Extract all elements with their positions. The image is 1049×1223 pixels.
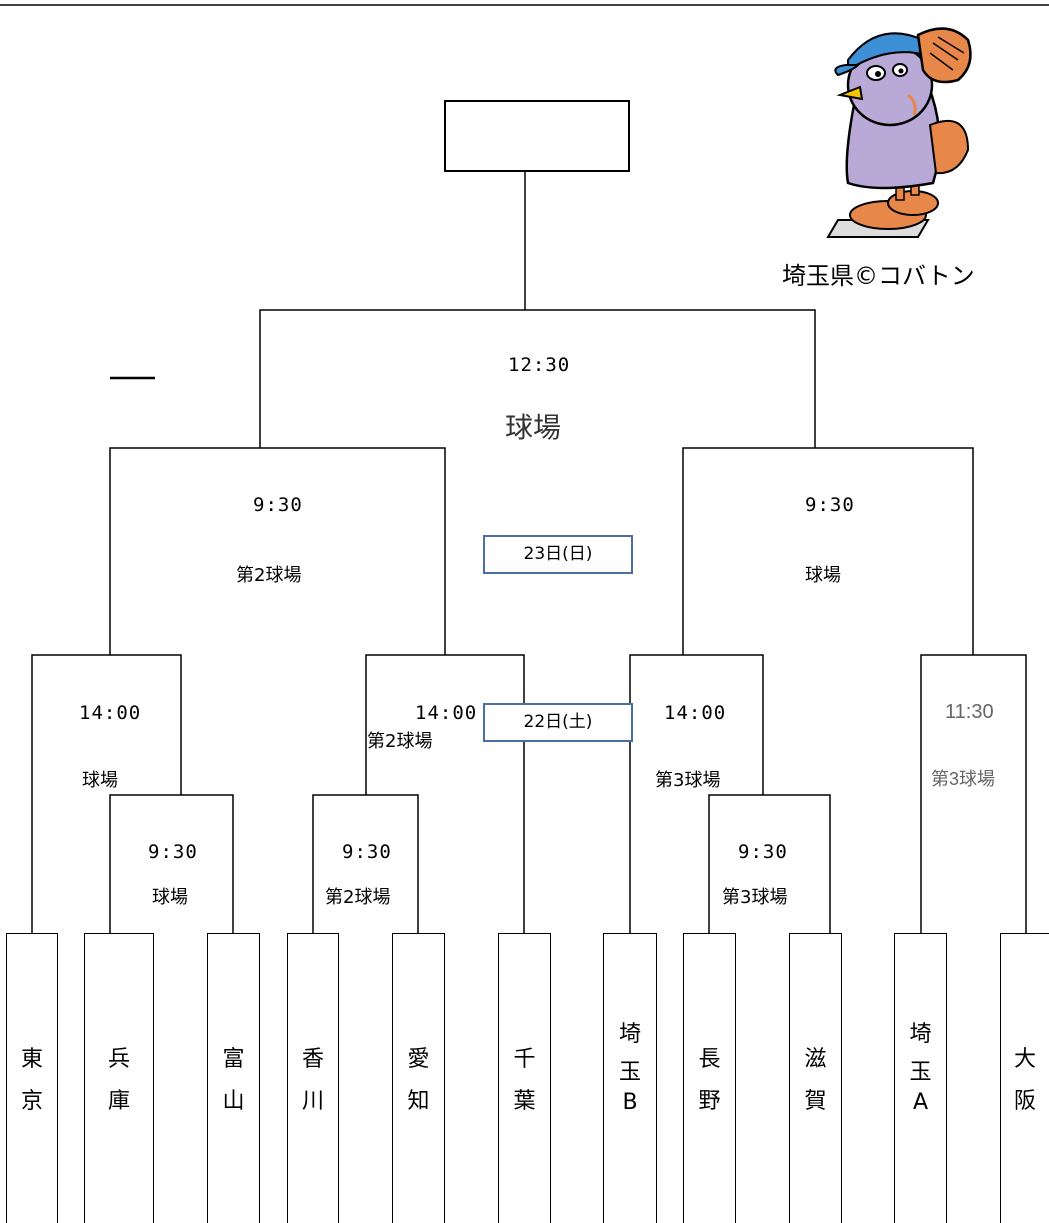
first-round-2-time: 9:30	[342, 841, 392, 863]
quarter-3-venue: 第3球場	[655, 770, 721, 791]
semi-left-venue: 第2球場	[236, 565, 302, 586]
quarter-4-time: 11:30	[945, 701, 994, 723]
team-shiga: 滋 賀	[789, 933, 842, 1223]
semi-right-venue: 球場	[805, 565, 841, 586]
first-round-3-time: 9:30	[738, 841, 788, 863]
date-day2-badge: 23日(日)	[483, 535, 633, 574]
date-day1-badge: 22日(土)	[483, 703, 633, 742]
team-saitama-a: 埼 玉 A	[894, 933, 947, 1223]
team-osaka: 大 阪	[1000, 933, 1049, 1223]
champion-box	[444, 100, 630, 172]
team-nagano: 長 野	[683, 933, 736, 1223]
mascot-credit: 埼玉県©コバトン	[782, 262, 975, 290]
team-tokyo: 東 京	[6, 933, 58, 1223]
kobaton-mascot-icon	[818, 15, 993, 254]
semi-right-time: 9:30	[805, 494, 855, 516]
team-chiba: 千 葉	[498, 933, 551, 1223]
team-kagawa: 香 川	[287, 933, 339, 1223]
team-saitama-b: 埼 玉 B	[603, 933, 657, 1223]
first-round-2-venue: 第2球場	[325, 887, 391, 908]
quarter-3-time: 14:00	[664, 702, 727, 724]
quarter-2-venue: 第2球場	[367, 731, 433, 752]
first-round-1-venue: 球場	[152, 887, 188, 908]
team-toyama: 富 山	[207, 933, 260, 1223]
team-aichi: 愛 知	[392, 933, 445, 1223]
team-hyogo: 兵 庫	[84, 933, 154, 1223]
quarter-1-venue: 球場	[82, 770, 120, 791]
first-round-3-venue: 第3球場	[722, 887, 788, 908]
quarter-2-time: 14:00	[415, 702, 478, 724]
quarter-1-time: 14:00	[79, 702, 142, 724]
semi-left-time: 9:30	[253, 494, 303, 516]
quarter-4-venue: 第3球場	[931, 769, 996, 789]
final-time: 12:30	[508, 354, 571, 376]
final-venue: 球場	[505, 411, 562, 444]
first-round-1-time: 9:30	[148, 841, 198, 863]
